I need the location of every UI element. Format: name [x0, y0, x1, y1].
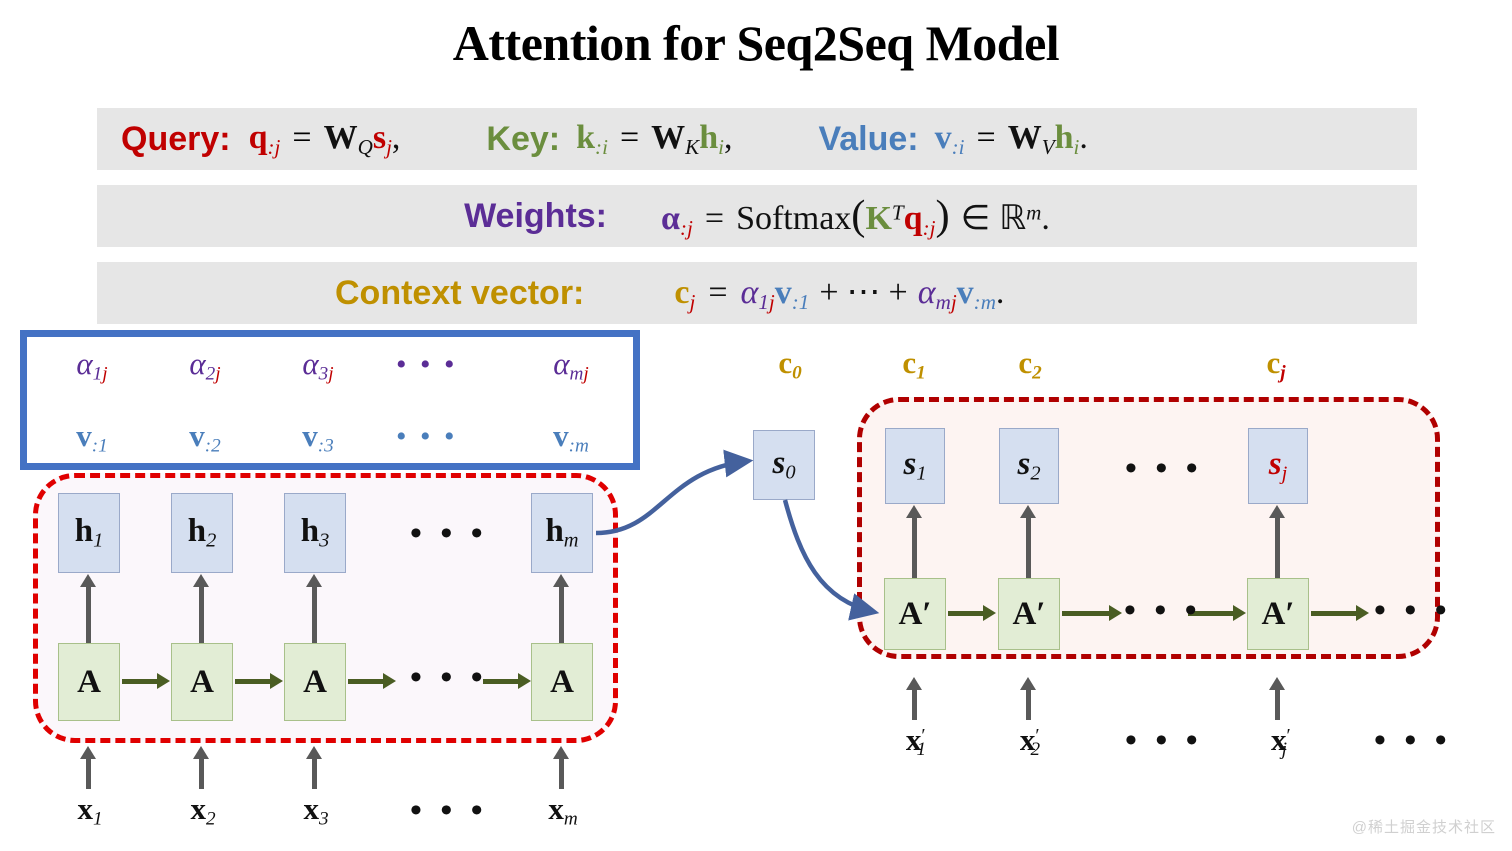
context-label: Context vector: [335, 273, 585, 312]
decoder-input-ellipsis-mid: • • • [1125, 722, 1203, 759]
weight-alpha-3: α3j [302, 346, 334, 385]
encoder-hidden-ellipsis: • • • [410, 515, 488, 552]
encoder-hidden-flow-2 [235, 673, 283, 689]
weight-value-ellipsis: • • • [396, 420, 458, 453]
encoder-arrow-in-3 [306, 746, 322, 789]
decoder-cell-2: A′ [998, 578, 1060, 650]
weight-alpha-1: α1j [76, 346, 108, 385]
context-label-c0: c0 [778, 345, 802, 384]
encoder-hidden-flow-3 [348, 673, 396, 689]
key-formula: k:i=WKhi, [576, 118, 733, 159]
decoder-state-s1: s1 [885, 428, 945, 504]
page-title: Attention for Seq2Seq Model [452, 15, 1060, 71]
weight-value-2: v:2 [189, 418, 221, 457]
encoder-cell-ellipsis: • • • [410, 659, 488, 696]
encoder-hidden-1: h1 [58, 493, 120, 573]
weight-value-3: v:3 [302, 418, 334, 457]
decoder-state-s2: s2 [999, 428, 1059, 504]
decoder-input-1: x′1 [905, 722, 927, 761]
weight-alpha-2: α2j [189, 346, 221, 385]
decoder-flow-2 [1062, 605, 1122, 621]
encoder-arrow-up-1 [80, 574, 96, 643]
weight-alpha-ellipsis: • • • [396, 348, 458, 381]
decoder-input-ellipsis-right: • • • [1374, 722, 1452, 759]
weights-label: Weights: [464, 196, 608, 235]
encoder-hidden-3: h3 [284, 493, 346, 573]
context-label-cj: cj [1266, 345, 1286, 384]
decoder-cell-j: A′ [1247, 578, 1309, 650]
decoder-flow-4 [1311, 605, 1369, 621]
decoder-cell-ellipsis-mid: • • • [1124, 592, 1202, 629]
encoder-input-m: xm [548, 791, 578, 830]
key-label: Key: [486, 119, 561, 158]
encoder-input-3: x3 [303, 791, 329, 830]
decoder-arrow-up-1 [906, 505, 922, 578]
encoder-arrow-in-2 [193, 746, 209, 789]
encoder-hidden-2: h2 [171, 493, 233, 573]
encoder-arrow-up-2 [193, 574, 209, 643]
encoder-input-ellipsis: • • • [410, 792, 488, 829]
encoder-hidden-flow-m [483, 673, 531, 689]
context-label-c1: c1 [902, 345, 926, 384]
decoder-flow-1 [948, 605, 996, 621]
formula-bar-weights: Weights: α:j=Softmax(KTq:j)∈ℝm. [97, 185, 1417, 247]
encoder-input-2: x2 [190, 791, 216, 830]
decoder-arrow-in-j [1269, 677, 1285, 720]
encoder-arrow-up-m [553, 574, 569, 643]
encoder-hidden-m: hm [531, 493, 593, 573]
attention-weights-box [20, 330, 640, 470]
weight-value-m: v:m [553, 418, 589, 457]
connector-hm-to-s0 [595, 449, 754, 536]
decoder-arrow-up-j [1269, 505, 1285, 578]
watermark: @稀土掘金技术社区 [1351, 819, 1496, 836]
encoder-cell-1: A [58, 643, 120, 721]
decoder-input-j: x′j [1270, 722, 1291, 761]
formula-bar-qkv: Query: q:j=WQsj, Key: k:i=WKhi, Value: v… [97, 108, 1417, 170]
weight-alpha-m: αmj [553, 346, 589, 385]
encoder-arrow-in-m [553, 746, 569, 789]
weights-formula: α:j=Softmax(KTq:j)∈ℝm. [661, 192, 1050, 240]
encoder-cell-2: A [171, 643, 233, 721]
decoder-input-2: x′2 [1019, 722, 1041, 761]
encoder-cell-3: A [284, 643, 346, 721]
context-formula: cj=α1jv:1+⋯+αmjv:m. [674, 273, 1005, 314]
query-label: Query: [121, 119, 231, 158]
decoder-arrow-in-1 [906, 677, 922, 720]
decoder-cell-1: A′ [884, 578, 946, 650]
query-formula: q:j=WQsj, [248, 118, 401, 159]
decoder-arrow-up-2 [1020, 505, 1036, 578]
context-label-c2: c2 [1018, 345, 1042, 384]
value-label: Value: [818, 119, 919, 158]
encoder-input-1: x1 [77, 791, 103, 830]
decoder-state-sj: sj [1248, 428, 1308, 504]
encoder-hidden-flow-1 [122, 673, 170, 689]
encoder-arrow-up-3 [306, 574, 322, 643]
decoder-state-s0: s0 [753, 430, 815, 500]
value-formula: v:i=WVhi. [934, 118, 1088, 159]
encoder-arrow-in-1 [80, 746, 96, 789]
formula-bar-context: Context vector: cj=α1jv:1+⋯+αmjv:m. [97, 262, 1417, 324]
decoder-flow-3 [1188, 605, 1246, 621]
decoder-state-ellipsis: • • • [1125, 450, 1203, 487]
decoder-arrow-in-2 [1020, 677, 1036, 720]
decoder-cell-ellipsis-right: • • • [1374, 592, 1452, 629]
encoder-cell-m: A [531, 643, 593, 721]
weight-value-1: v:1 [76, 418, 108, 457]
